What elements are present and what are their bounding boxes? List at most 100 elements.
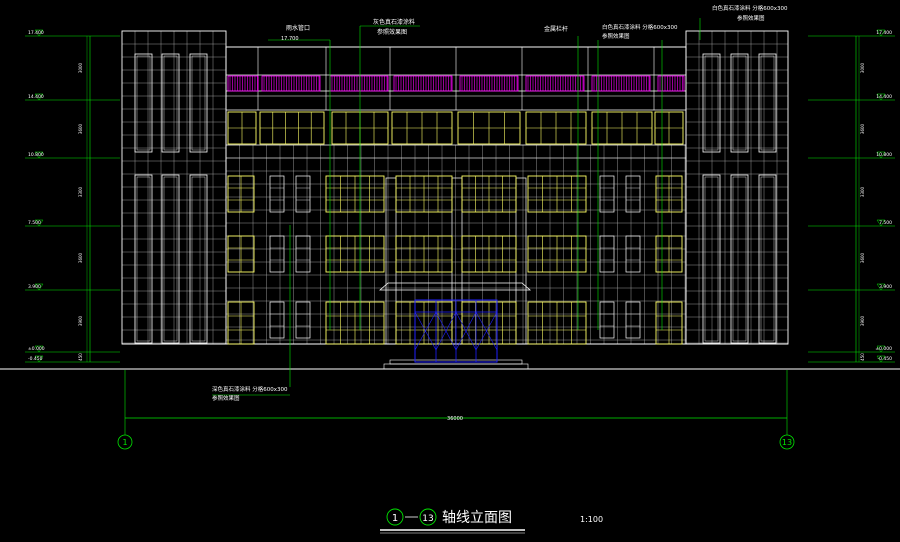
elevation-label: -0.450	[28, 356, 43, 362]
elevation-marker	[876, 283, 886, 291]
tower-window	[189, 53, 208, 153]
annotation-parapet-drain: 雨水管口	[286, 24, 310, 32]
tower-window-frame	[704, 55, 719, 151]
tower-window-frame	[136, 176, 151, 342]
elevation-label: 14.400	[28, 94, 44, 100]
elevation-marker	[876, 151, 886, 159]
annotation-base-finish-ref: 参照效果图	[212, 394, 240, 402]
small-window	[599, 301, 615, 339]
elevation-label: 17.400	[876, 30, 892, 36]
vertical-dim-label: 3600	[860, 123, 865, 134]
tower-window-frame	[760, 176, 775, 342]
elevation-label: 17.400	[28, 30, 44, 36]
tower-window	[702, 174, 721, 344]
annotation-roof-finish: 灰色真石漆涂料	[373, 18, 415, 26]
vertical-dim-label: 3900	[78, 315, 83, 326]
elevation-marker	[34, 355, 44, 363]
vertical-dim-label: 450	[860, 353, 865, 361]
elevation-marker	[34, 219, 44, 227]
title-axis-start: 1	[392, 513, 398, 524]
elevation-label: 10.800	[876, 152, 892, 158]
tower-window-frame	[732, 55, 747, 151]
pilaster	[515, 177, 527, 345]
annotation-roof-finish-ref: 参照效果图	[377, 28, 407, 36]
facade-grid	[122, 31, 788, 344]
pilaster	[451, 177, 463, 345]
elevation-label: 7.500	[879, 220, 892, 226]
tower-window-frame	[191, 55, 206, 151]
vertical-dim-label: 3600	[78, 123, 83, 134]
tower-window-frame	[760, 55, 775, 151]
tower-window-frame	[163, 55, 178, 151]
elevation-marker	[876, 93, 886, 101]
tower-window	[758, 174, 777, 344]
vertical-dim-label: 3300	[860, 186, 865, 197]
tower-window-frame	[732, 176, 747, 342]
annotation-wall-finish-top-ref: 参照效果图	[737, 14, 765, 22]
vertical-dim-label: 3900	[860, 315, 865, 326]
vertical-dim-label: 3300	[78, 186, 83, 197]
vertical-dim-label: 3000	[860, 62, 865, 73]
small-window	[599, 175, 615, 213]
door-diagonal	[475, 311, 498, 351]
drawing-title: 轴线立面图	[442, 510, 512, 526]
axis-bubble-left	[117, 434, 133, 450]
small-window	[269, 175, 285, 213]
tower-window-frame	[136, 55, 151, 151]
tower-window	[134, 174, 153, 344]
annotation-base-finish: 深色真石漆涂料 分格600x300	[212, 385, 288, 393]
elevation-label: 10.800	[28, 152, 44, 158]
tower-window-frame	[704, 176, 719, 342]
small-window	[599, 235, 615, 273]
railing-panel	[227, 75, 259, 92]
title-axis-end: 13	[422, 514, 433, 524]
tower-window	[161, 174, 180, 344]
small-window	[625, 301, 641, 339]
tower-window	[730, 174, 749, 344]
entrance-door	[414, 299, 498, 363]
small-window	[269, 235, 285, 273]
drawing-scale: 1:100	[580, 515, 603, 524]
axis-bubble-right	[779, 434, 795, 450]
annotation-wall-finish-top: 白色真石漆涂料 分格600x300	[712, 4, 788, 12]
vertical-dim-label: 3600	[860, 252, 865, 263]
elevation-label: ±0.000	[28, 346, 45, 352]
annotation-wall-finish-right: 白色真石漆涂料 分格600x300	[602, 23, 678, 31]
tower-window	[702, 53, 721, 153]
railing-panel	[261, 75, 321, 92]
elevation-label: 3.900	[28, 284, 41, 290]
railing-panel	[459, 75, 519, 92]
tower-window	[161, 53, 180, 153]
title-axis-end-circle	[419, 508, 437, 526]
axis-bubble-left-label: 1	[122, 438, 127, 447]
railing-panel	[657, 75, 685, 92]
tower-window	[189, 174, 208, 344]
elevation-label: 14.400	[876, 94, 892, 100]
small-window	[625, 235, 641, 273]
door-diagonal	[435, 311, 457, 351]
small-window	[295, 301, 311, 339]
elevation-marker	[876, 219, 886, 227]
small-window	[295, 235, 311, 273]
elevation-marker	[34, 345, 44, 353]
overall-dimension-label: 36000	[447, 416, 463, 422]
small-window	[295, 175, 311, 213]
dimension-lines: 17.400 14.400 10.800 7.500 3.900 ±0.000 -0.450…	[25, 18, 895, 435]
elevation-label: 7.500	[28, 220, 41, 226]
railing-panel	[393, 75, 453, 92]
door-diagonal	[455, 311, 477, 351]
elevation-label: 3.900	[879, 284, 892, 290]
annotation-rail: 金属栏杆	[544, 25, 568, 33]
right-tower	[685, 30, 789, 345]
elevation-marker	[876, 345, 886, 353]
elevation-label: -0.450	[877, 356, 892, 362]
vertical-dim-label: 450	[78, 353, 83, 361]
pilaster	[385, 177, 397, 345]
title-axis-start-circle	[386, 508, 404, 526]
axis-bubble-right-label: 13	[782, 438, 792, 447]
vertical-dim-label: 3000	[78, 62, 83, 73]
small-window	[269, 301, 285, 339]
annotation-parapet-level: 17.700	[281, 36, 299, 42]
roof-railing	[227, 75, 685, 92]
